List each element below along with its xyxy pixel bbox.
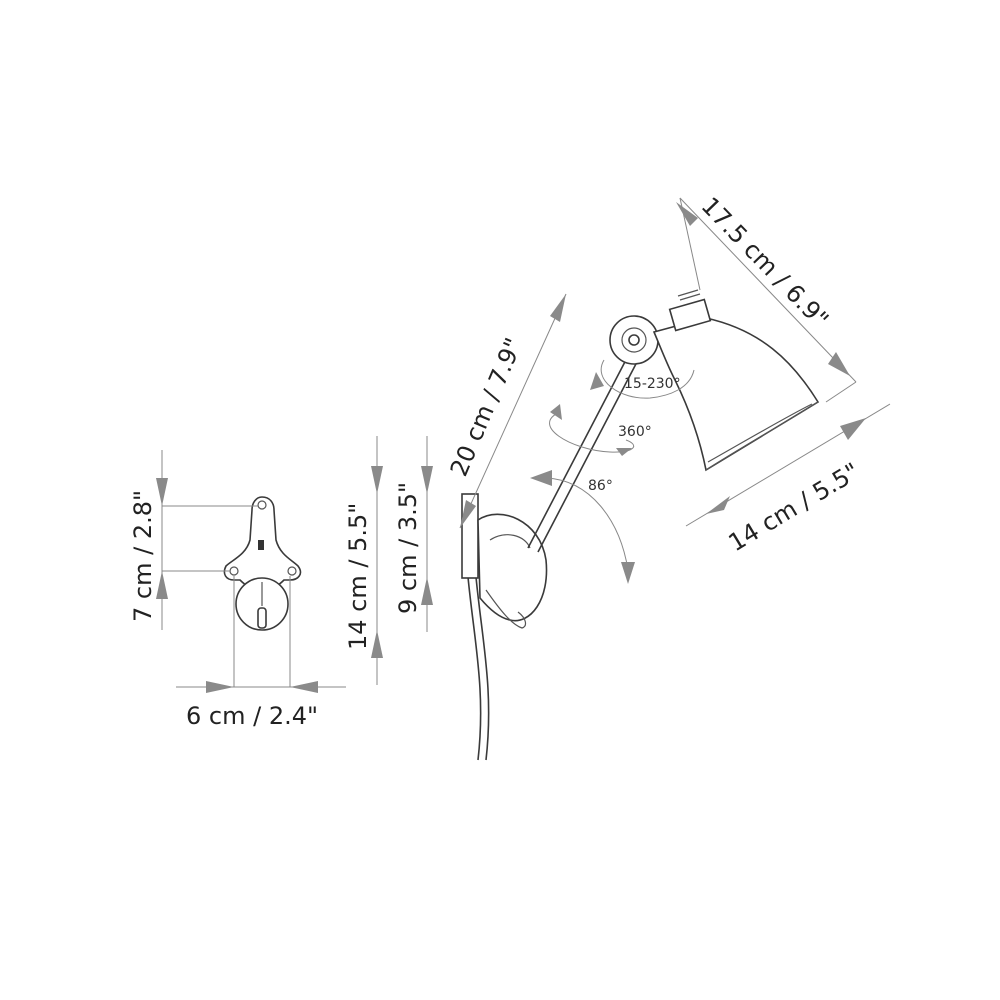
shade-length-label: 17.5 cm / 6.9" [696, 192, 834, 334]
back-height-dimension [156, 450, 258, 630]
swivel-arc [549, 404, 635, 456]
head-rotation-label: 15-230° [624, 376, 681, 392]
arm-length-label: 20 cm / 7.9" [445, 334, 528, 481]
shade-length-dimension [676, 197, 857, 403]
back-width-dimension [176, 576, 346, 693]
base-height-label: 14 cm / 5.5" [344, 503, 372, 650]
swivel-label: 360° [618, 424, 652, 440]
mount-height-label: 9 cm / 3.5" [394, 482, 422, 614]
mount-height-dimension [421, 436, 433, 632]
back-view-mount [223, 496, 302, 631]
lamp-side-view [461, 289, 820, 761]
base-height-dimension [371, 436, 383, 685]
shade-diameter-label: 14 cm / 5.5" [724, 457, 865, 557]
head-rotation-arc [590, 359, 695, 399]
arm-tilt-arc [530, 470, 635, 584]
back-height-label: 7 cm / 2.8" [129, 490, 157, 622]
arm-tilt-label: 86° [588, 478, 613, 494]
back-width-label: 6 cm / 2.4" [186, 702, 318, 730]
arm-length-dimension [459, 293, 567, 529]
shade-diameter-dimension [685, 403, 891, 527]
